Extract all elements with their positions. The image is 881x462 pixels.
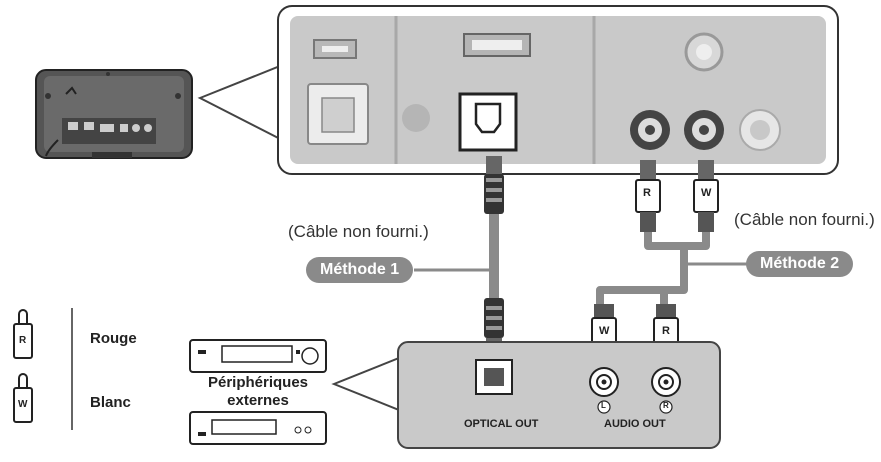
legend-white-plug-letter: W bbox=[18, 399, 28, 410]
external-devices-label: Périphériques externes bbox=[192, 374, 324, 410]
right-channel-mark: R bbox=[663, 401, 669, 410]
rca-cable bbox=[591, 160, 752, 360]
rear-panel-callout bbox=[277, 5, 839, 175]
legend-red-plug-letter: R bbox=[19, 335, 27, 346]
method-1-badge: Méthode 1 bbox=[306, 257, 414, 283]
method-2-badge: Méthode 2 bbox=[746, 251, 854, 277]
external-devices-line1: Périphériques bbox=[207, 374, 309, 391]
output-panel bbox=[397, 341, 721, 449]
legend-red-label: Rouge bbox=[90, 330, 137, 347]
main-unit-illustration bbox=[35, 69, 193, 159]
optical-cable bbox=[484, 156, 504, 354]
optical-out-label: OPTICAL OUT bbox=[464, 418, 539, 430]
audio-out-label: AUDIO OUT bbox=[604, 418, 666, 430]
plug-letter-top-w: W bbox=[701, 187, 712, 199]
external-devices-line2: externes bbox=[227, 392, 289, 409]
cable-note-right: (Câble non fourni.) bbox=[734, 210, 875, 229]
external-devices-illustration bbox=[189, 339, 327, 445]
plug-legend bbox=[13, 308, 73, 430]
plug-letter-bottom-w: W bbox=[599, 325, 610, 337]
cable-note-left: (Câble non fourni.) bbox=[288, 222, 429, 241]
plug-letter-top-r: R bbox=[643, 187, 651, 199]
legend-white-label: Blanc bbox=[90, 394, 131, 411]
plug-letter-bottom-r: R bbox=[662, 325, 670, 337]
left-channel-mark: L bbox=[601, 401, 606, 410]
